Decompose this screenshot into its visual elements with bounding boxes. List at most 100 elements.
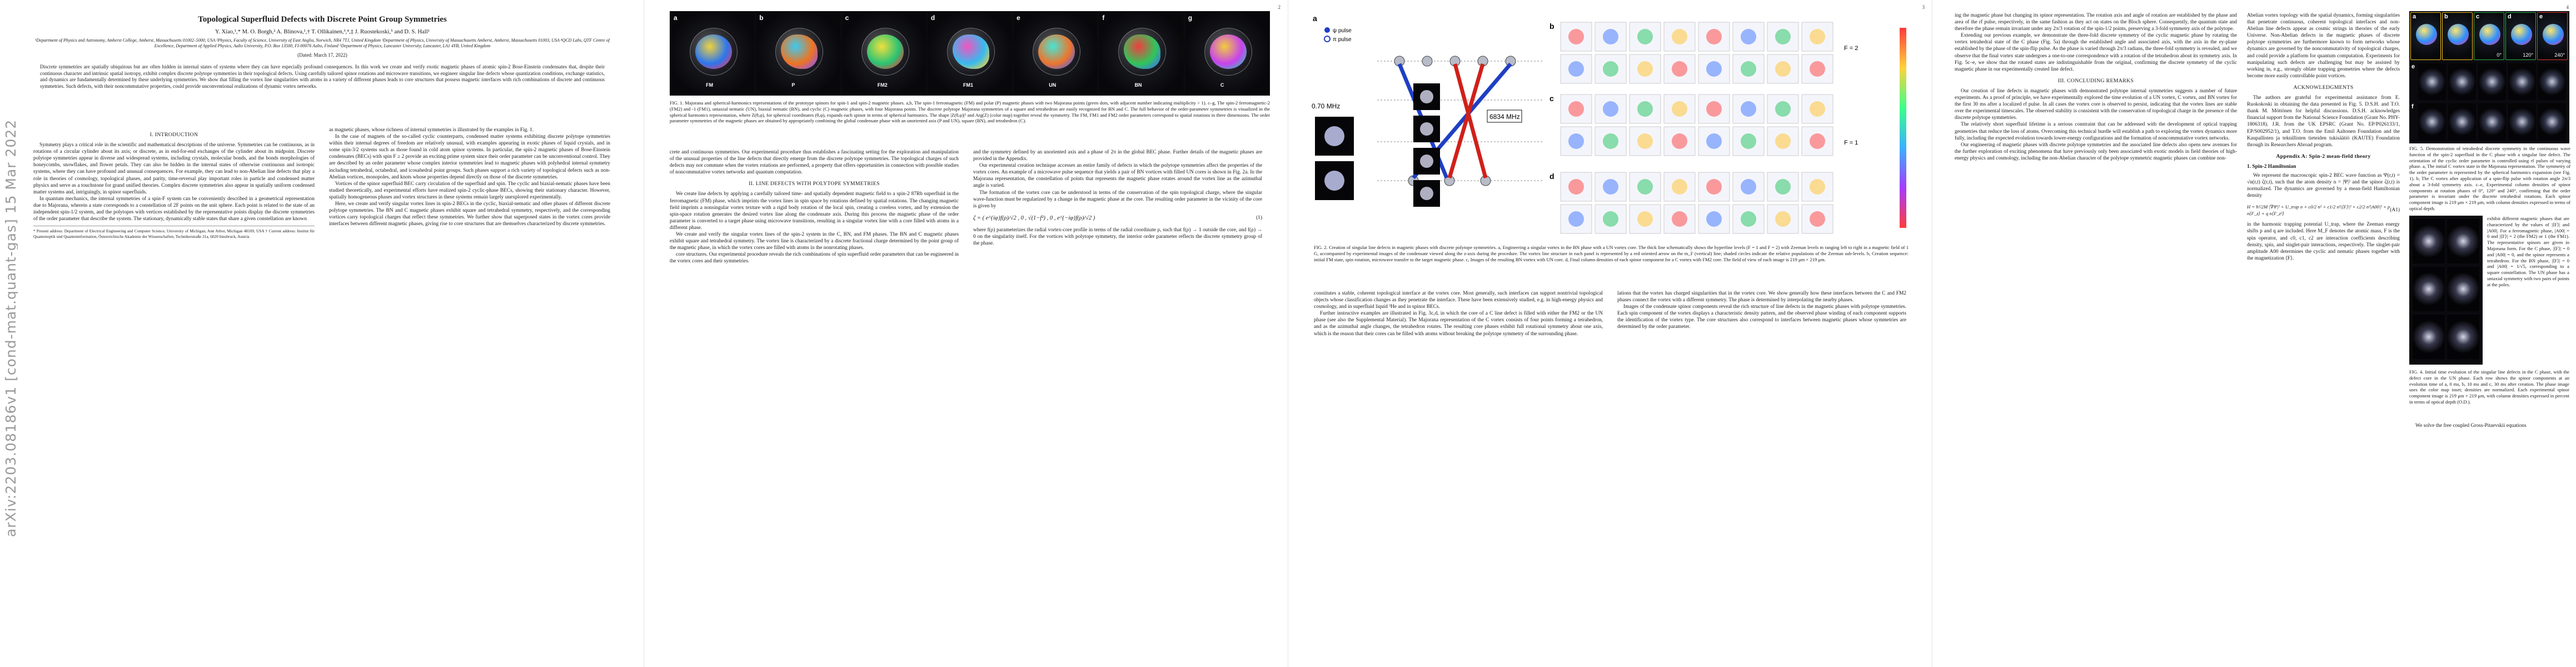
tetrahedron-sphere — [2479, 24, 2500, 45]
condensate-blob — [1568, 211, 1584, 227]
condensate-blob — [1637, 61, 1653, 77]
figure-2-image — [1801, 22, 1833, 52]
para: lations that the vortex has charged sing… — [1617, 291, 1906, 303]
legend-label: π pulse — [1333, 37, 1352, 43]
figure-2-image — [1698, 126, 1730, 156]
page1-col-right: as magnetic phases, whose richness of in… — [329, 127, 610, 658]
condensate-blob — [1741, 179, 1756, 195]
condensate-blob — [1672, 179, 1687, 195]
para: Our creation of line defects in magnetic… — [1955, 88, 2237, 121]
figure-5-panel-label: b — [2444, 13, 2448, 20]
figure-1-panel-label: b — [759, 14, 764, 22]
tetrahedron-sphere — [2448, 24, 2469, 45]
harmonic-lobe — [866, 34, 904, 69]
page3-col-left: constitutes a stable, coherent topologic… — [1314, 290, 1603, 657]
figure-5-panel-b: b — [2442, 12, 2473, 60]
equation-a1-number: (A1) — [2390, 207, 2400, 213]
condensate-blob — [1672, 61, 1687, 77]
condensate-blob — [1810, 133, 1825, 149]
paper-authors: Y. Xiao,¹,* M. O. Borgh,² A. Blinova,¹,†… — [215, 29, 430, 35]
tetrahedron-sphere — [2511, 24, 2532, 45]
para: as magnetic phases, whose richness of in… — [329, 127, 534, 133]
condensate-blob — [1637, 179, 1653, 195]
condensate-blob — [1637, 29, 1653, 44]
figure-1-panel-label: d — [930, 14, 935, 22]
figure-5-panel-d: d 120° — [2505, 12, 2536, 60]
figure-2-caption: FIG. 2. Creation of singular line defect… — [1314, 245, 1909, 262]
condensate-blob — [1706, 101, 1722, 117]
figure-2-image — [1595, 22, 1627, 52]
condensate-blob — [1672, 133, 1687, 149]
condensate-blob — [1810, 61, 1825, 77]
figure-2-level-label: F = 2 — [1844, 45, 1858, 52]
figure-5-panel-label: d — [2508, 13, 2512, 20]
section-appendix-heading: Appendix A: Spin-2 mean-field theory — [2276, 153, 2371, 160]
condensate-blob — [1810, 179, 1825, 195]
figure-5-panel-label: e — [2539, 13, 2543, 20]
condensate-blob — [1324, 126, 1344, 146]
rotation-angle-label: 120° — [2523, 52, 2533, 58]
equation-1-body: ζ = ( e^{iφ}f(ρ)/√2 , 0 , √(1−f²) , 0 , … — [973, 215, 1095, 221]
figure-5-image — [2418, 63, 2446, 100]
rotation-angle-label: 0° — [2497, 52, 2502, 58]
condensate-blob — [1810, 101, 1825, 117]
figure-1-panel-label: e — [1017, 14, 1020, 22]
condensate-blob — [1603, 211, 1618, 227]
condensate-blob — [1741, 133, 1756, 149]
figure-2-panel-label: d — [1549, 172, 1554, 181]
condensate-blob — [1775, 61, 1791, 77]
figure-5-row-label: f — [2411, 103, 2414, 110]
figure-5-image — [2448, 63, 2476, 100]
page4-col-left: ing the magnetic phase but changing its … — [1955, 12, 2237, 660]
figure-1-caption: FIG. 1. Majorana and spherical-harmonics… — [670, 100, 1270, 124]
page4-col-right: exhibit different magnetic phases that a… — [2487, 216, 2569, 366]
condensate-blob — [1706, 61, 1722, 77]
condensate-blob — [1420, 187, 1433, 200]
page1-col-left: I. INTRODUCTION Symmetry plays a critica… — [33, 127, 315, 658]
condensate-blob — [1775, 211, 1791, 227]
para: Extending our previous example, we demon… — [1955, 33, 2237, 72]
condensate-blob — [1741, 29, 1756, 44]
condensate-blob — [1568, 133, 1584, 149]
equation-1-number: (1) — [1256, 215, 1262, 221]
para: in the harmonic trapping potential U_tra… — [2247, 222, 2400, 261]
para: We represent the macroscopic spin-2 BEC … — [2247, 172, 2400, 199]
figure-2-freq-label: 0.70 MHz — [1312, 102, 1340, 110]
condensate-blob — [1706, 211, 1722, 227]
condensate-blob — [1741, 211, 1756, 227]
section-appendix-sub: 1. Spin-2 Hamiltonian — [2247, 163, 2296, 170]
condensate-blob — [1603, 101, 1618, 117]
figure-5-image — [2448, 103, 2476, 140]
legend-label: ψ pulse — [1333, 28, 1352, 34]
figure-4-image — [2447, 267, 2479, 311]
page2-col-left: crete and continuous symmetries. Our exp… — [670, 149, 959, 660]
harmonic-lobe — [781, 34, 818, 69]
page-number: 4 — [2566, 4, 2569, 10]
figure-5-image — [2508, 103, 2536, 140]
para: Abelian vortex topology with the spatial… — [2247, 13, 2400, 79]
para: The formation of the vortex core can be … — [973, 190, 1262, 209]
figure-5-panel-a: a — [2410, 12, 2441, 60]
figure-4-caption-text: FIG. 4. Initial time evolution of the si… — [2409, 369, 2569, 405]
paper-abstract: Discrete symmetries are spatially ubiqui… — [40, 64, 605, 89]
equation-a1: H = ħ²/2M |∇Ψ|² + U_trap n + c0/2 n² + c… — [2247, 203, 2400, 217]
condensate-blob — [1568, 179, 1584, 195]
equation-1: ζ = ( e^{iφ}f(ρ)/√2 , 0 , √(1−f²) , 0 , … — [973, 214, 1262, 222]
condensate-blob — [1637, 101, 1653, 117]
page-number: 2 — [1278, 4, 1281, 10]
condensate-blob — [1672, 101, 1687, 117]
condensate-blob — [1603, 61, 1618, 77]
condensate-blob — [1810, 29, 1825, 44]
para: We create and verify the singular vortex… — [670, 232, 959, 251]
figure-5-image — [2478, 103, 2506, 140]
page2-col-right: and the symmetry defined by an unoriente… — [973, 149, 1262, 660]
